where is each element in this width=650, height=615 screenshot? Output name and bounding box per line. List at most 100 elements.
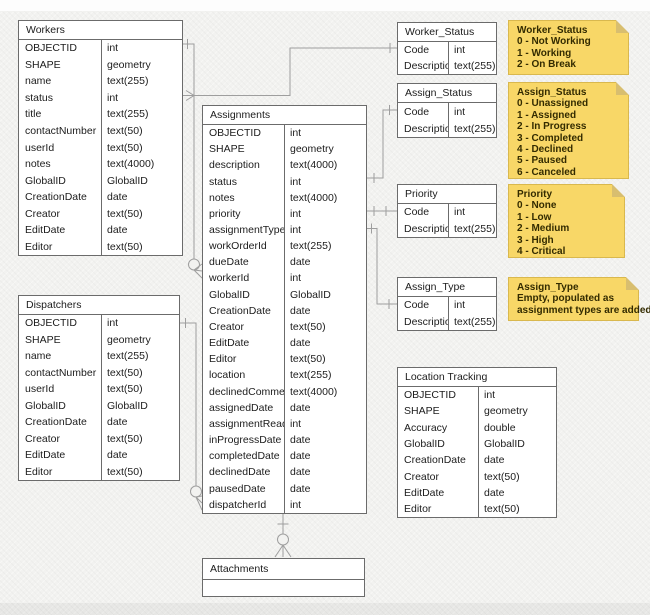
field-name: status	[25, 91, 54, 104]
zero-marker	[277, 533, 289, 546]
field-name: CreationDate	[404, 454, 466, 467]
field-type: int	[290, 272, 302, 285]
connector-assignments-priority[interactable]	[367, 206, 397, 216]
connector-assignments-assignstatus[interactable]	[367, 105, 397, 183]
table-row: status int	[203, 173, 366, 189]
zero-marker	[190, 485, 202, 498]
field-name: Code	[404, 105, 430, 118]
field-name: EditDate	[25, 224, 66, 237]
note-assign-status[interactable]: Assign_Status 0 - Unassigned 1 - Assigne…	[508, 82, 629, 179]
field-name: assignmentType	[209, 224, 284, 237]
note-priority[interactable]: Priority 0 - None 1 - Low 2 - Medium 3 -…	[508, 184, 625, 258]
connector-workers-assignments[interactable]	[183, 39, 203, 279]
field-type: text(255)	[290, 369, 332, 382]
field-name: EditDate	[25, 449, 66, 462]
note-line: 5 - Paused	[517, 155, 568, 167]
table-attachments[interactable]: Attachments	[202, 558, 365, 597]
table-row: CreationDate date	[19, 189, 182, 206]
field-name: status	[209, 175, 238, 188]
note-title: Assign_Type	[517, 282, 579, 293]
table-title: Attachments	[203, 559, 364, 580]
field-type: text(4000)	[290, 191, 338, 204]
table-row: SHAPE geometry	[19, 332, 179, 349]
table-assign-status[interactable]: Assign_Status Code int Description text(…	[397, 83, 497, 138]
table-fields: Code int Description text(255)	[398, 103, 496, 137]
table-row: name text(255)	[19, 348, 179, 365]
table-row: Code int	[398, 204, 496, 221]
table-row: contactNumber text(50)	[19, 123, 182, 140]
table-row: status int	[19, 90, 182, 107]
field-type: text(50)	[107, 366, 143, 379]
note-line: 0 - Not Working	[517, 36, 591, 48]
note-lines: 0 - Not Working 1 - Working 2 - On Break	[517, 36, 622, 70]
note-worker-status[interactable]: Worker_Status 0 - Not Working 1 - Workin…	[508, 20, 629, 75]
note-line: 1 - Low	[517, 211, 552, 223]
open-arrow-marker	[185, 90, 195, 101]
field-name: priority	[209, 207, 241, 220]
table-fields: Code int Description text(255)	[398, 297, 496, 330]
note-line: 2 - On Break	[517, 59, 576, 71]
field-type: text(50)	[107, 207, 143, 220]
field-name: EditDate	[209, 337, 250, 350]
field-type: geometry	[107, 58, 151, 71]
table-title: Priority	[398, 185, 496, 204]
field-name: Accuracy	[404, 421, 448, 434]
field-type: text(255)	[454, 315, 496, 328]
field-type: int	[454, 206, 466, 219]
table-fields: OBJECTID int SHAPE geometry name text(25…	[19, 40, 182, 256]
table-dispatchers[interactable]: Dispatchers OBJECTID int SHAPE geometry …	[18, 295, 180, 481]
field-type: text(255)	[454, 60, 496, 72]
field-name: CreationDate	[209, 304, 271, 317]
table-row: CreationDate date	[203, 303, 366, 319]
connector-dispatchers-assignments[interactable]	[180, 318, 203, 511]
field-type: date	[107, 416, 128, 429]
field-name: pausedDate	[209, 482, 266, 495]
table-assignments[interactable]: Assignments OBJECTID int SHAPE geometry …	[202, 105, 367, 514]
field-type: GlobalID	[484, 438, 525, 451]
connector-assignments-attachments[interactable]	[274, 512, 292, 558]
table-title: Workers	[19, 21, 182, 40]
table-row: OBJECTID int	[203, 125, 366, 141]
table-worker-status[interactable]: Worker_Status Code int Description text(…	[397, 22, 497, 75]
connector-assignments-assigntype[interactable]	[367, 223, 397, 310]
note-line: 3 - Completed	[517, 132, 584, 144]
table-row: declinedDate date	[203, 464, 366, 480]
field-name: OBJECTID	[404, 389, 456, 402]
table-title: Worker_Status	[398, 23, 496, 42]
table-row: Description text(255)	[398, 58, 496, 74]
table-row: Code int	[398, 297, 496, 314]
field-name: assignedDate	[209, 401, 274, 414]
field-type: geometry	[107, 333, 151, 346]
field-name: Description	[404, 222, 448, 235]
note-line: 6 - Canceled	[517, 166, 576, 178]
table-priority[interactable]: Priority Code int Description text(255)	[397, 184, 497, 238]
note-line: 4 - Critical	[517, 246, 566, 258]
field-type: double	[484, 421, 516, 434]
field-type: int	[290, 175, 302, 188]
table-location-tracking[interactable]: Location Tracking OBJECTID int SHAPE geo…	[397, 367, 557, 519]
note-line: 2 - In Progress	[517, 121, 587, 133]
table-workers[interactable]: Workers OBJECTID int SHAPE geometry name…	[18, 20, 183, 257]
field-type: date	[290, 450, 311, 463]
table-row: EditDate date	[398, 485, 556, 501]
table-fields: Code int Description text(255)	[398, 42, 496, 74]
field-name: OBJECTID	[25, 317, 77, 330]
table-row: dueDate date	[203, 254, 366, 270]
field-type: text(50)	[484, 470, 520, 483]
field-name: workerId	[209, 272, 250, 285]
note-assign-type[interactable]: Assign_Type Empty, populated as assignme…	[508, 277, 650, 321]
table-row: CreationDate date	[398, 452, 556, 468]
field-name: CreationDate	[25, 191, 87, 204]
field-name: GlobalID	[404, 438, 445, 451]
table-row: notes text(4000)	[203, 190, 366, 206]
table-row: Editor text(50)	[19, 464, 179, 481]
field-type: text(4000)	[290, 159, 338, 172]
connector-workers-workerstatus[interactable]	[183, 43, 397, 101]
field-name: Creator	[25, 432, 61, 445]
table-assign-type[interactable]: Assign_Type Code int Description text(25…	[397, 277, 497, 331]
field-type: date	[290, 466, 311, 479]
table-row: Code int	[398, 42, 496, 58]
table-row: OBJECTID int	[19, 315, 179, 332]
note-line: 0 - Unassigned	[517, 98, 589, 110]
field-name: dueDate	[209, 256, 249, 269]
